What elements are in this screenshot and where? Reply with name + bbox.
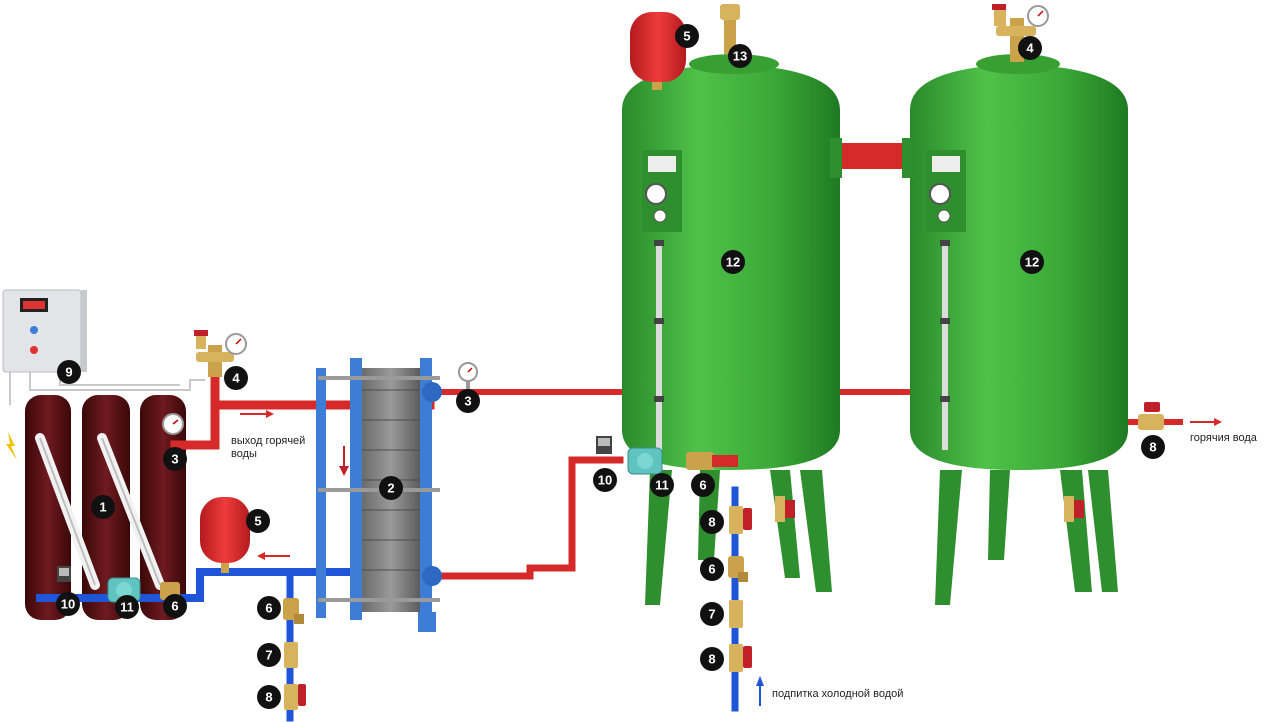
svg-text:8: 8 xyxy=(708,515,715,530)
svg-text:5: 5 xyxy=(683,29,690,44)
label-cold-water-feed: подпитка холодной водой xyxy=(772,688,904,700)
callout-6-boiler: 6 xyxy=(163,594,187,618)
arrow-right-icon xyxy=(240,410,274,418)
safety-group-tank xyxy=(992,4,1049,62)
ball-valve-feed-top xyxy=(729,506,752,534)
svg-text:8: 8 xyxy=(1149,440,1156,455)
callout-8-outlet: 8 xyxy=(1141,435,1165,459)
callout-12-left: 12 xyxy=(721,250,745,274)
svg-text:9: 9 xyxy=(65,365,72,380)
svg-text:11: 11 xyxy=(655,478,669,493)
filter-feed xyxy=(728,556,748,582)
exchanger-thermometer xyxy=(458,362,478,392)
callout-11-boiler: 11 xyxy=(115,595,139,619)
callout-2: 2 xyxy=(379,476,403,500)
svg-text:12: 12 xyxy=(726,255,740,270)
electric-boilers xyxy=(25,395,186,620)
callout-5-boiler: 5 xyxy=(246,509,270,533)
arrow-left-icon xyxy=(257,552,290,560)
arrow-right-icon xyxy=(1190,418,1222,426)
ball-valve-cold-line xyxy=(284,684,306,710)
check-valve-cold-line xyxy=(284,642,298,668)
label-hot-water: горячия вода xyxy=(1190,432,1257,444)
pump-boiler xyxy=(107,577,141,603)
svg-text:4: 4 xyxy=(232,371,240,386)
svg-text:6: 6 xyxy=(171,599,178,614)
callout-8-feed-bottom: 8 xyxy=(700,647,724,671)
svg-text:6: 6 xyxy=(265,601,272,616)
air-vent xyxy=(720,4,740,54)
svg-text:5: 5 xyxy=(254,514,261,529)
svg-text:10: 10 xyxy=(598,473,612,488)
callout-3-exchanger: 3 xyxy=(456,389,480,413)
svg-text:2: 2 xyxy=(387,481,394,496)
callout-6-feed: 6 xyxy=(700,557,724,581)
svg-text:7: 7 xyxy=(708,607,715,622)
boiler-thermometer xyxy=(162,413,184,435)
svg-text:11: 11 xyxy=(120,600,134,615)
callout-3-boiler: 3 xyxy=(163,447,187,471)
drain-valve-right xyxy=(1064,496,1084,522)
control-panel xyxy=(2,289,87,373)
filter-tank xyxy=(686,452,738,470)
safety-group-boiler xyxy=(194,330,247,377)
arrow-up-icon xyxy=(756,676,764,706)
callout-10-tank: 10 xyxy=(593,468,617,492)
svg-text:7: 7 xyxy=(265,648,272,663)
svg-text:1: 1 xyxy=(99,500,106,515)
callout-10-boiler: 10 xyxy=(56,592,80,616)
callout-13: 13 xyxy=(728,44,752,68)
callout-4-boiler: 4 xyxy=(224,366,248,390)
svg-text:6: 6 xyxy=(699,478,706,493)
svg-text:12: 12 xyxy=(1025,255,1039,270)
filter-cold-line xyxy=(283,598,304,624)
callout-4-tank: 4 xyxy=(1018,36,1042,60)
svg-text:10: 10 xyxy=(61,597,75,612)
storage-tank-right xyxy=(902,54,1128,605)
svg-text:8: 8 xyxy=(708,652,715,667)
pump-controller-boiler xyxy=(57,566,71,582)
svg-text:8: 8 xyxy=(265,690,272,705)
callout-11-tank: 11 xyxy=(650,473,674,497)
callout-7-feed: 7 xyxy=(700,602,724,626)
expansion-tank-boiler xyxy=(200,497,250,573)
callout-12-right: 12 xyxy=(1020,250,1044,274)
svg-text:13: 13 xyxy=(733,49,747,64)
drain-valve-left xyxy=(775,496,795,522)
expansion-tank-top xyxy=(630,12,686,90)
check-valve-feed xyxy=(729,600,743,628)
callout-6-tank: 6 xyxy=(691,473,715,497)
pump-tank xyxy=(627,447,663,475)
lightning-icon xyxy=(6,432,17,460)
plate-heat-exchanger xyxy=(316,358,442,632)
label-hot-water-out: выход горячей воды xyxy=(231,435,306,460)
svg-text:3: 3 xyxy=(464,394,471,409)
callout-9: 9 xyxy=(57,360,81,384)
pump-controller-tank xyxy=(596,436,612,454)
callout-6-cold: 6 xyxy=(257,596,281,620)
svg-text:4: 4 xyxy=(1026,41,1034,56)
callout-8-feed-top: 8 xyxy=(700,510,724,534)
ball-valve-outlet xyxy=(1138,402,1164,430)
callout-7-cold: 7 xyxy=(257,643,281,667)
ball-valve-feed-bottom xyxy=(729,644,752,672)
flow-down-arrow-icon xyxy=(339,446,349,476)
callout-5-top: 5 xyxy=(675,24,699,48)
svg-text:6: 6 xyxy=(708,562,715,577)
svg-text:3: 3 xyxy=(171,452,178,467)
callout-1: 1 xyxy=(91,495,115,519)
callout-8-cold: 8 xyxy=(257,685,281,709)
